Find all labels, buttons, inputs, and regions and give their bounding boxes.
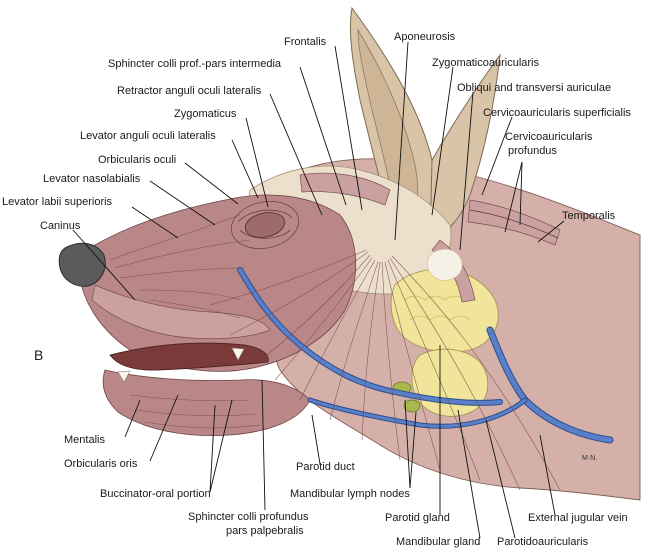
mandibular-gland-shape (411, 348, 489, 417)
sphincter-colli-fibers (209, 249, 561, 491)
label-obliqui-transversi: Obliqui and transversi auriculae (457, 82, 611, 94)
facial-muscle-fibers (109, 214, 261, 429)
label-parotid-gland: Parotid gland (385, 512, 450, 524)
leader-lines (72, 41, 565, 539)
label-orbicularis-oris: Orbicularis oris (64, 458, 138, 470)
canine-tooth-lower (117, 370, 131, 383)
orbicularis-oculi-fibers (237, 209, 293, 239)
label-cervicoauricularis-profundus-2: profundus (508, 145, 557, 157)
label-sphincter-colli-intermedia: Sphincter colli prof.-pars intermedia (108, 58, 282, 70)
label-sphincter-palpebralis-1: Sphincter colli profundus (188, 511, 309, 523)
aponeurosis-highlight (427, 248, 463, 281)
ear-back (429, 53, 501, 241)
label-levator-labii: Levator labii superioris (2, 196, 113, 208)
canine-tooth-upper (231, 347, 245, 361)
nose (58, 242, 106, 287)
label-zygomaticus: Zygomaticus (174, 108, 237, 120)
label-levator-nasolabialis: Levator nasolabialis (43, 173, 141, 185)
labels: Frontalis Aponeurosis Sphincter colli pr… (2, 31, 631, 548)
eye (244, 212, 286, 238)
mouth-opening (109, 342, 269, 371)
label-caninus: Caninus (40, 220, 81, 232)
label-levator-anguli-oculi: Levator anguli oculi lateralis (80, 130, 216, 142)
label-external-jugular: External jugular vein (528, 512, 628, 524)
parotid-gland-lobes (404, 295, 471, 321)
upper-lip (91, 284, 271, 340)
label-buccinator: Buccinator-oral portion (100, 488, 211, 500)
label-zygomaticoauricularis: Zygomaticoauricularis (432, 57, 539, 69)
linguofacial-vein (308, 398, 527, 428)
label-retractor-anguli-oculi: Retractor anguli oculi lateralis (117, 85, 262, 97)
label-orbicularis-oculi: Orbicularis oculi (98, 154, 176, 166)
label-mentalis: Mentalis (64, 434, 105, 446)
lymph-node-2 (403, 399, 421, 413)
facial-vein (238, 268, 502, 405)
label-cervicoauricularis-superficialis: Cervicoauricularis superficialis (483, 107, 631, 119)
illustration (58, 6, 641, 501)
label-frontalis: Frontalis (284, 36, 327, 48)
panel-letter: B (34, 347, 43, 363)
label-parotidoauricularis: Parotidoauricularis (497, 536, 589, 548)
label-mandibular-lymph: Mandibular lymph nodes (290, 488, 410, 500)
label-sphincter-palpebralis-2: pars palpebralis (226, 525, 304, 537)
label-mandibular-gland: Mandibular gland (396, 536, 480, 548)
label-cervicoauricularis-profundus-1: Cervicoauricularis (505, 131, 593, 143)
artist-signature: M·N. (582, 455, 597, 462)
label-temporalis: Temporalis (562, 210, 616, 222)
label-parotid-duct: Parotid duct (296, 461, 355, 473)
label-aponeurosis: Aponeurosis (394, 31, 456, 43)
lower-jaw (102, 369, 311, 436)
